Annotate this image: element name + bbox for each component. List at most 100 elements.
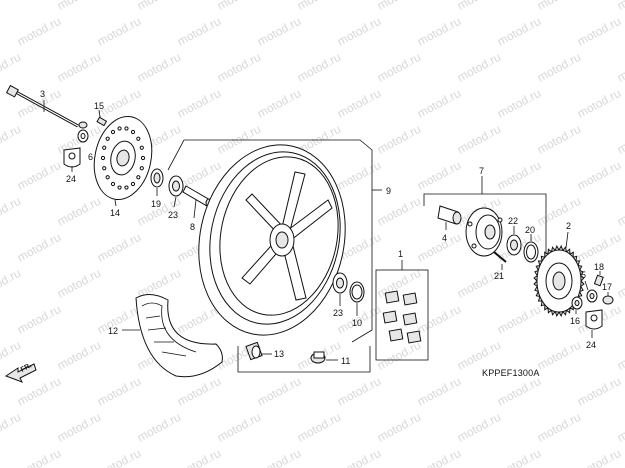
damper-rubber-box — [375, 260, 429, 361]
watermark-text: motod.ru — [415, 14, 463, 49]
watermark-text: motod.ru — [335, 14, 383, 49]
watermark-text: motod.ru — [0, 122, 23, 157]
watermark-text: motod.ru — [495, 158, 543, 193]
disc-hole — [105, 175, 110, 180]
callout-21: 21 — [494, 271, 504, 281]
watermark-text: motod.ru — [0, 410, 23, 445]
watermark-text: motod.ru — [415, 446, 463, 468]
callout-6: 6 — [88, 152, 93, 162]
direction-label: FR. — [20, 362, 33, 374]
damper-rubber — [382, 290, 422, 344]
oil-seal-20 — [523, 234, 539, 263]
watermark-text: motod.ru — [455, 50, 503, 85]
watermark-text: motod.ru — [615, 0, 625, 13]
callout-18: 18 — [594, 262, 604, 272]
watermark-text: motod.ru — [375, 194, 423, 229]
stud-bolt-21 — [493, 251, 507, 270]
bearing-22 — [506, 226, 522, 256]
adjuster-plate-left — [63, 147, 81, 172]
callout-20: 20 — [525, 225, 535, 235]
front-direction-arrow — [4, 363, 37, 383]
disc-hole — [110, 181, 116, 187]
watermark-text: motod.ru — [15, 14, 63, 49]
collar-6 — [77, 121, 89, 143]
disc-hole — [102, 166, 107, 171]
bearing-23-left — [168, 175, 184, 208]
bolt-18 — [593, 271, 604, 287]
watermark-text: motod.ru — [215, 50, 263, 85]
watermark-text: motod.ru — [55, 194, 103, 229]
watermark-text: motod.ru — [175, 446, 223, 468]
bolt-13 — [245, 341, 272, 361]
watermark-text: motod.ru — [455, 122, 503, 157]
watermark-text: motod.ru — [575, 14, 623, 49]
callout-12: 12 — [108, 326, 118, 336]
rear-wheel — [198, 144, 346, 336]
watermark-text: motod.ru — [0, 50, 23, 85]
brake-disc — [93, 116, 153, 207]
driven-sprocket — [533, 231, 585, 318]
watermark-text: motod.ru — [0, 266, 23, 301]
watermark-text: motod.ru — [135, 50, 183, 85]
disc-bolt — [96, 109, 108, 127]
oil-seal-10 — [349, 281, 365, 316]
watermark-text: motod.ru — [0, 0, 23, 13]
watermark-text: motod.ru — [575, 86, 623, 121]
watermark-text: motod.ru — [495, 374, 543, 409]
watermark-text: motod.ru — [295, 50, 343, 85]
watermark-text: motod.ru — [335, 86, 383, 121]
watermark-text: motod.ru — [575, 158, 623, 193]
watermark-text: motod.ru — [175, 374, 223, 409]
watermark-text: motod.ru — [95, 446, 143, 468]
watermark-text: motod.ru — [495, 86, 543, 121]
callout-9: 9 — [386, 186, 391, 196]
bearing-23-right — [332, 272, 348, 306]
callout-24-left: 24 — [66, 174, 76, 184]
callout-7: 7 — [479, 166, 484, 176]
callout-8: 8 — [190, 222, 195, 232]
callout-15: 15 — [94, 101, 104, 111]
watermark-text: motod.ru — [55, 50, 103, 85]
watermark-text: motod.ru — [375, 338, 423, 373]
disc-hole — [130, 181, 136, 187]
watermark-text: motod.ru — [375, 50, 423, 85]
watermark-text: motod.ru — [15, 302, 63, 337]
watermark-text: motod.ru — [295, 0, 343, 13]
callout-2: 2 — [566, 221, 571, 231]
disc-hole — [124, 185, 129, 190]
watermark-text: motod.ru — [55, 0, 103, 13]
callout-16: 16 — [570, 316, 580, 326]
watermark-text: motod.ru — [215, 410, 263, 445]
disc-hole — [136, 136, 141, 141]
watermark-text: motod.ru — [295, 410, 343, 445]
callout-22: 22 — [508, 216, 518, 226]
watermark-text: motod.ru — [335, 446, 383, 468]
watermark-text: motod.ru — [535, 338, 583, 373]
final-driven-flange — [465, 207, 503, 257]
watermark-text: motod.ru — [0, 194, 23, 229]
watermark-text: motod.ru — [415, 230, 463, 265]
callout-1: 1 — [398, 249, 403, 259]
watermark-text: motod.ru — [95, 374, 143, 409]
watermark-text: motod.ru — [575, 446, 623, 468]
mudguard — [122, 294, 223, 378]
callout-14: 14 — [110, 208, 120, 218]
watermark-text: motod.ru — [615, 194, 625, 229]
watermark-text: motod.ru — [255, 86, 303, 121]
watermark-text: motod.ru — [255, 446, 303, 468]
watermark-text: motod.ru — [415, 302, 463, 337]
watermark-text: motod.ru — [495, 14, 543, 49]
watermark-text: motod.ru — [375, 410, 423, 445]
watermark-text: motod.ru — [95, 230, 143, 265]
watermark-text: motod.ru — [335, 374, 383, 409]
watermark-text: motod.ru — [495, 446, 543, 468]
watermark-text: motod.ru — [415, 374, 463, 409]
watermark-text: motod.ru — [15, 158, 63, 193]
watermark-text: motod.ru — [335, 158, 383, 193]
disc-hole — [139, 145, 144, 150]
nut-17 — [602, 292, 614, 305]
callout-11: 11 — [341, 356, 350, 366]
watermark-text: motod.ru — [55, 338, 103, 373]
watermark-text: motod.ru — [615, 266, 625, 301]
